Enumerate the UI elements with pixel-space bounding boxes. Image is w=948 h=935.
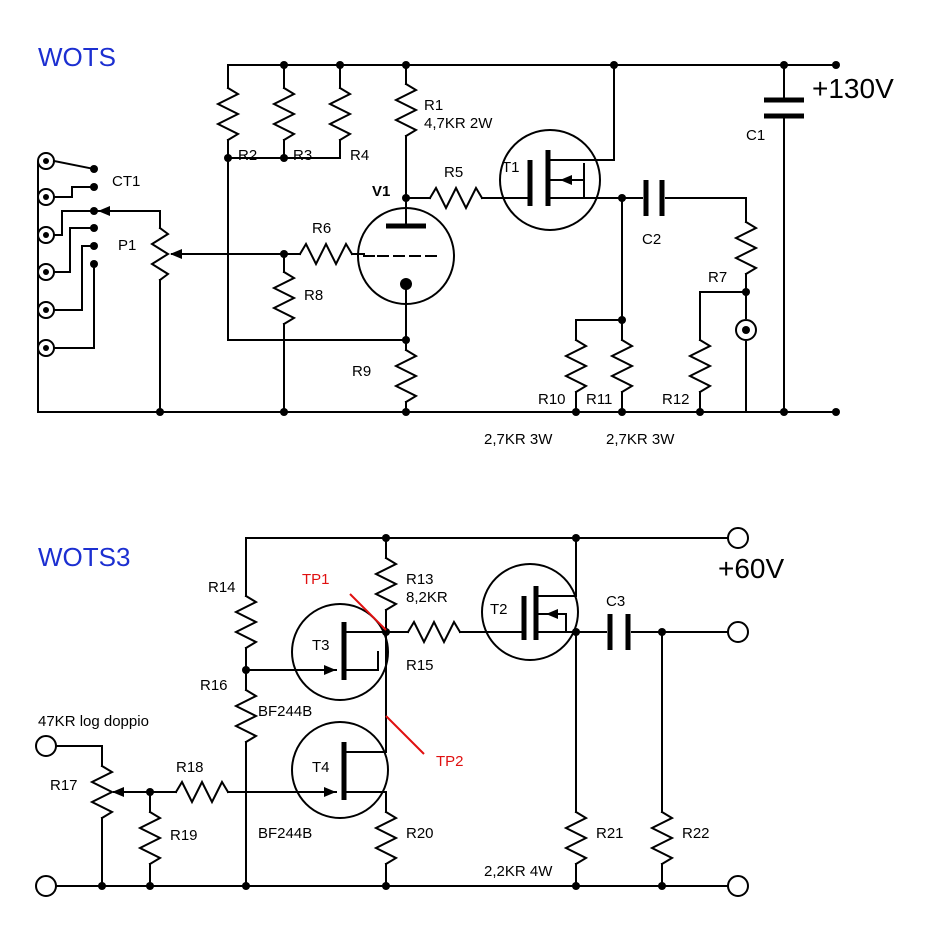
label-r7: R7: [708, 269, 727, 286]
potentiometer-r17: R17 47KR log doppio: [35, 713, 177, 890]
label-t2: T2: [490, 601, 508, 618]
potentiometer-p1: P1: [118, 226, 285, 413]
label-r10-value: 2,7KR 3W: [484, 431, 553, 448]
label-r17: R17: [50, 777, 78, 794]
label-tp2: TP2: [436, 753, 464, 770]
output-jack-top: [735, 319, 757, 341]
title-wots: WOTS: [38, 42, 116, 72]
output-jack-bottom: [727, 621, 749, 643]
label-r6: R6: [312, 220, 331, 237]
title-wots3: WOTS3: [38, 542, 130, 572]
label-r3: R3: [293, 147, 312, 164]
resistor-r19: R19: [137, 788, 198, 890]
resistor-r15: R15: [385, 619, 521, 674]
resistors-r14-r16: R14 R16: [200, 537, 337, 890]
label-r14: R14: [208, 579, 236, 596]
label-t3-type: BF244B: [258, 703, 312, 720]
label-r21: R21: [596, 825, 624, 842]
label-r13: R13: [406, 571, 434, 588]
label-r19: R19: [170, 827, 198, 844]
mosfet-t2: T2: [481, 534, 580, 661]
label-r18: R18: [176, 759, 204, 776]
resistors-r6-r8: R6 R8: [156, 220, 365, 416]
label-supply-60v: +60V: [718, 553, 784, 584]
label-r10: R10: [538, 391, 566, 408]
label-tp1: TP1: [302, 571, 330, 588]
label-supply-130v: +130V: [812, 73, 894, 104]
mosfet-t1: T1: [499, 61, 618, 231]
label-t3: T3: [312, 637, 330, 654]
label-r8: R8: [304, 287, 323, 304]
wots-circuit: CT1 P1 R2 R3 R4: [37, 61, 894, 448]
label-c3: C3: [606, 593, 625, 610]
label-t1: T1: [502, 159, 520, 176]
label-r1-value: 4,7KR 2W: [424, 115, 493, 132]
test-points: TP1 TP2: [302, 571, 464, 770]
label-r21-value: 2,2KR 4W: [484, 863, 553, 880]
label-c2: C2: [642, 231, 661, 248]
label-r9: R9: [352, 363, 371, 380]
label-ct1: CT1: [112, 173, 140, 190]
jfet-t3: T3 BF244B: [258, 603, 389, 720]
label-r5: R5: [444, 164, 463, 181]
label-r1: R1: [424, 97, 443, 114]
label-r11: R11: [586, 391, 612, 408]
label-r15: R15: [406, 657, 434, 674]
capacitor-c1: C1 +130V: [746, 61, 894, 416]
wots3-circuit: +60V R17 47KR log doppio R19: [35, 527, 784, 897]
label-r20: R20: [406, 825, 434, 842]
rotary-switch-ct1: CT1: [90, 165, 161, 268]
label-p1: P1: [118, 237, 136, 254]
resistor-r1: R1 4,7KR 2W: [393, 61, 493, 202]
label-c1: C1: [746, 127, 765, 144]
label-r16: R16: [200, 677, 228, 694]
capacitor-c3: C3: [575, 593, 749, 650]
label-r2: R2: [238, 147, 257, 164]
label-r13-value: 8,2KR: [406, 589, 448, 606]
resistors-r2-r4: R2 R3 R4: [215, 61, 407, 341]
resistor-r20: R20: [373, 791, 434, 890]
resistors-r10-r11: R10 R11 2,7KR 3W 2,7KR 3W: [484, 197, 675, 448]
resistor-r9: R9: [352, 339, 419, 416]
triode-v1: V1: [357, 183, 455, 344]
label-r4: R4: [350, 147, 369, 164]
label-t4: T4: [312, 759, 330, 776]
label-r22: R22: [682, 825, 710, 842]
label-r12: R12: [662, 391, 690, 408]
label-v1: V1: [372, 183, 390, 200]
resistor-r18: R18: [174, 759, 337, 805]
label-r11-value: 2,7KR 3W: [606, 431, 675, 448]
resistors-r21-r22: R21 2,2KR 4W R22: [484, 631, 710, 890]
resistor-r13: R13 8,2KR: [373, 534, 448, 753]
input-jacks: [37, 152, 96, 357]
jfet-t4: T4 BF244B: [258, 721, 389, 842]
label-r17-value: 47KR log doppio: [38, 713, 149, 730]
resistors-r7-r12: R7 R12: [662, 197, 759, 416]
label-t4-type: BF244B: [258, 825, 312, 842]
